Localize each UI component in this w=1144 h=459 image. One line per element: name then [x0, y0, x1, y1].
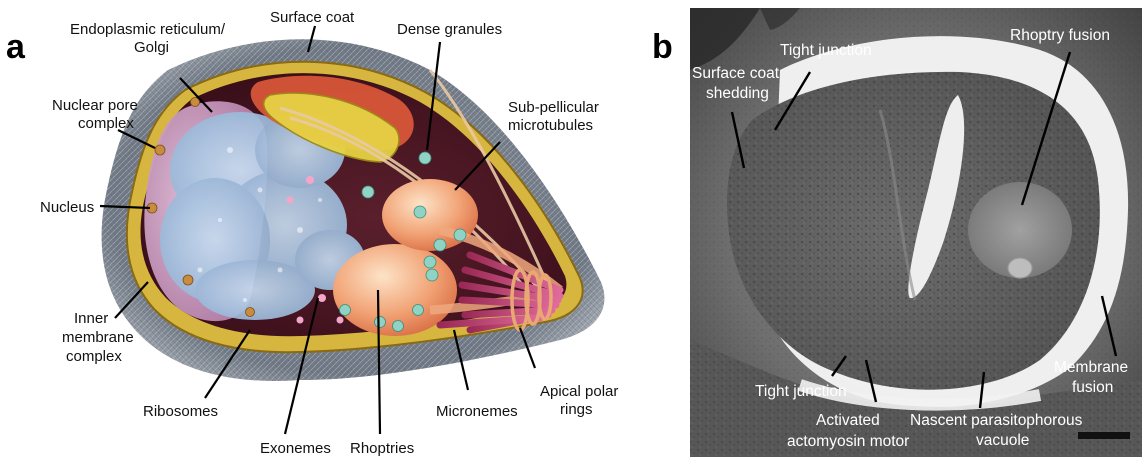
panel-a-letter: a [6, 28, 26, 66]
label-subpellicular-line2: microtubules [508, 117, 593, 134]
label-subpellicular-line1: Sub-pellicular [508, 99, 599, 116]
panel-b: b [652, 8, 1142, 457]
scale-bar [1078, 432, 1130, 439]
label-surface-coat-shedding-line2: shedding [706, 85, 769, 102]
label-nascent-pv-line2: vacuole [976, 432, 1029, 449]
parasite-illustration [102, 39, 605, 381]
label-exonemes: Exonemes [260, 440, 331, 457]
panel-b-letter: b [652, 28, 673, 66]
label-rhoptries: Rhoptries [350, 440, 414, 457]
label-surface-coat-shedding-line1: Surface coat [692, 65, 780, 82]
label-nuclear-pore-line2: complex [78, 115, 134, 132]
label-imc-line2: membrane [62, 329, 134, 346]
label-tight-junction-top: Tight junction [780, 42, 872, 59]
label-micronemes: Micronemes [436, 403, 518, 420]
label-rhoptry-fusion: Rhoptry fusion [1010, 27, 1110, 44]
label-surface-coat: Surface coat [270, 9, 355, 26]
panel-a: a [6, 9, 618, 457]
label-nuclear-pore-line1: Nuclear pore [52, 97, 138, 114]
label-tight-junction-bottom: Tight junction [755, 383, 847, 400]
label-er-golgi-line1: Endoplasmic reticulum/ [70, 21, 226, 38]
label-nucleus: Nucleus [40, 199, 94, 216]
label-membrane-fusion-line2: fusion [1072, 379, 1113, 396]
label-nascent-pv-line1: Nascent parasitophorous [910, 412, 1083, 429]
label-imc-line3: complex [66, 348, 122, 365]
label-membrane-fusion-line1: Membrane [1054, 359, 1128, 376]
label-imc-line1: Inner [74, 310, 108, 327]
label-actomyosin-line2: actomyosin motor [787, 433, 909, 450]
label-actomyosin-line1: Activated [816, 412, 880, 429]
label-er-golgi-line2: Golgi [134, 39, 169, 56]
label-apical-line1: Apical polar [540, 383, 618, 400]
label-apical-line2: rings [560, 401, 593, 418]
label-dense-granules: Dense granules [397, 21, 502, 38]
label-ribosomes: Ribosomes [143, 403, 218, 420]
